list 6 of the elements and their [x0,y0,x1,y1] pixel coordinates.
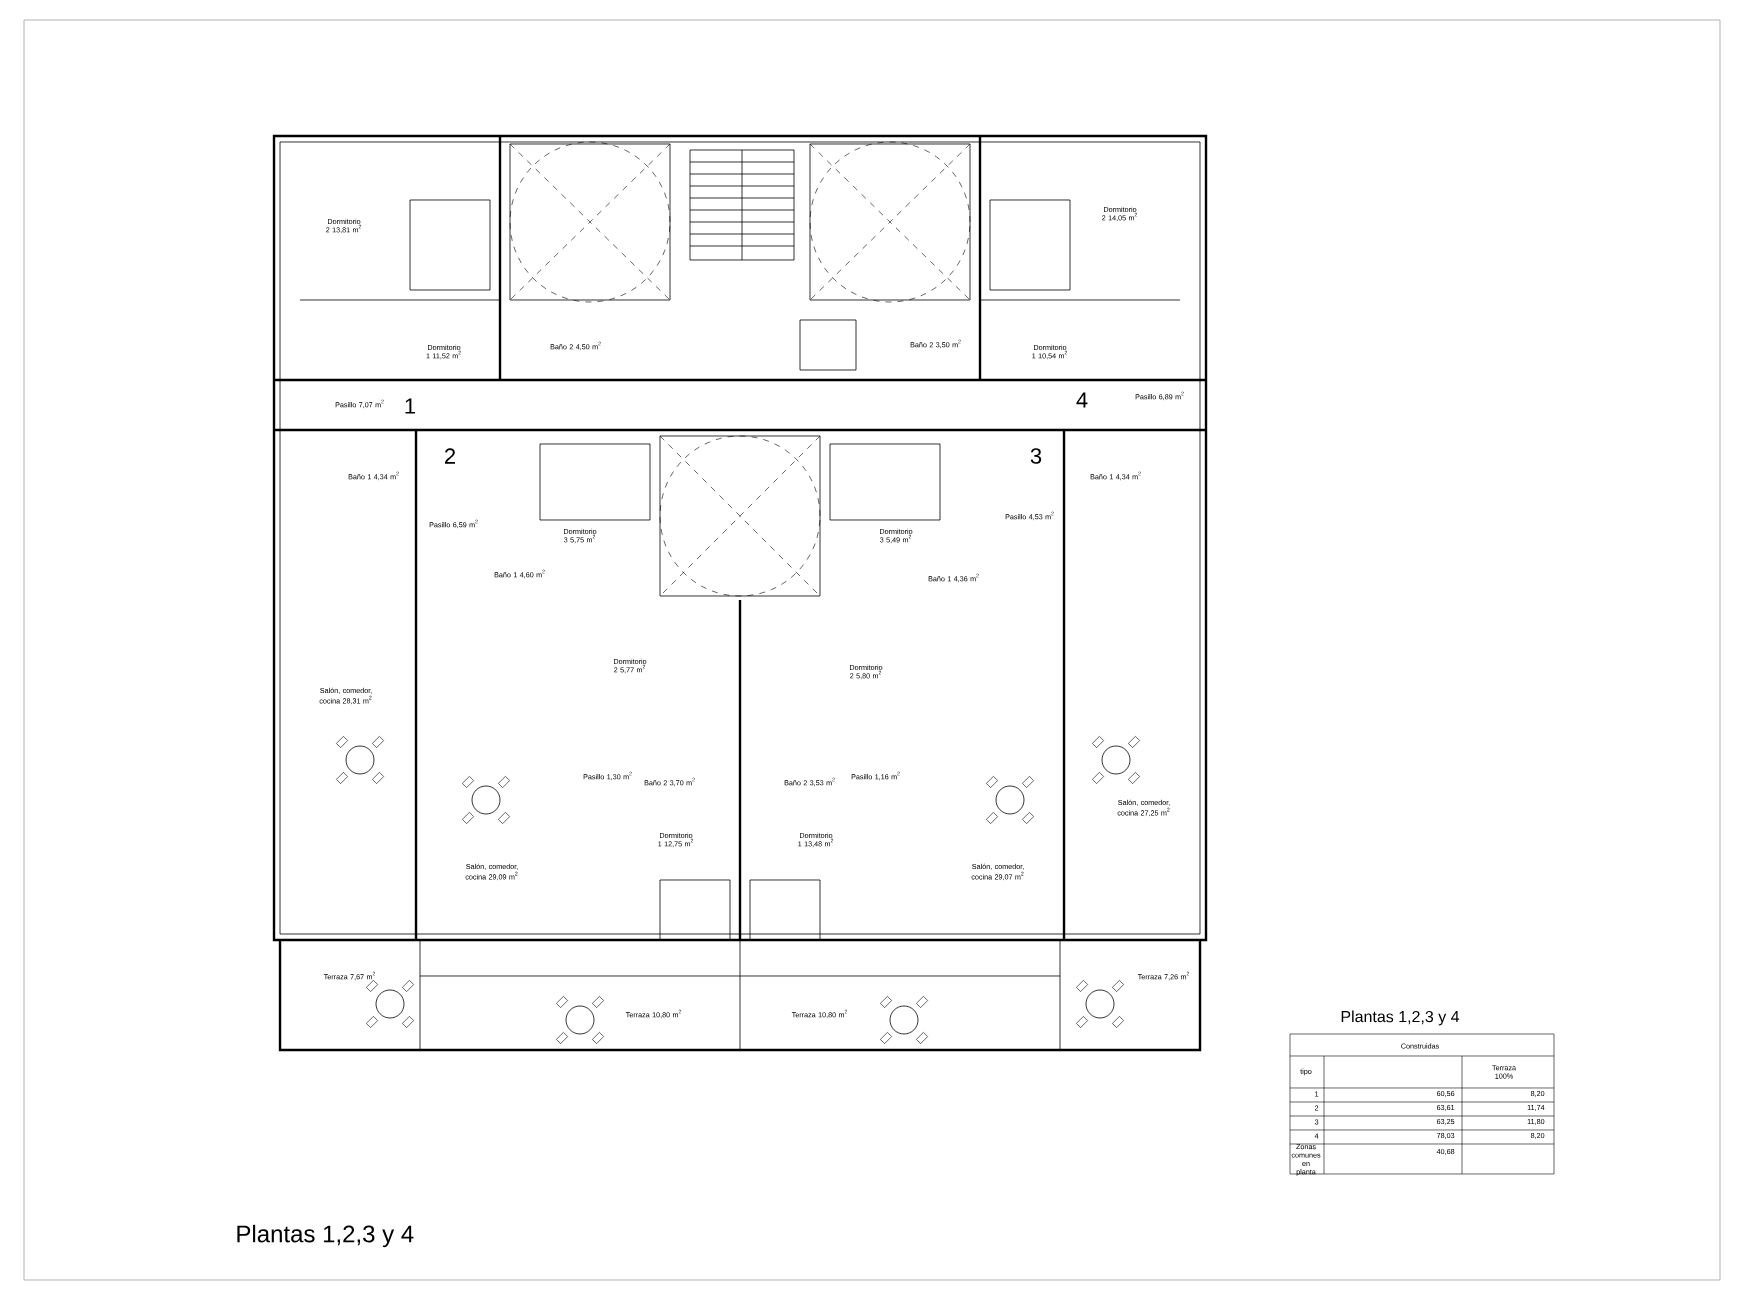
unit-number: 1 [405,398,416,414]
plan-title: Plantas 1,2,3 y 4 [237,1224,414,1248]
unit-number: 4 [1076,392,1088,408]
unit-number: 2 [445,448,456,464]
unit-number: 3 [1030,448,1042,464]
table-title: Plantas 1,2,3 y 4 [1341,1010,1460,1026]
